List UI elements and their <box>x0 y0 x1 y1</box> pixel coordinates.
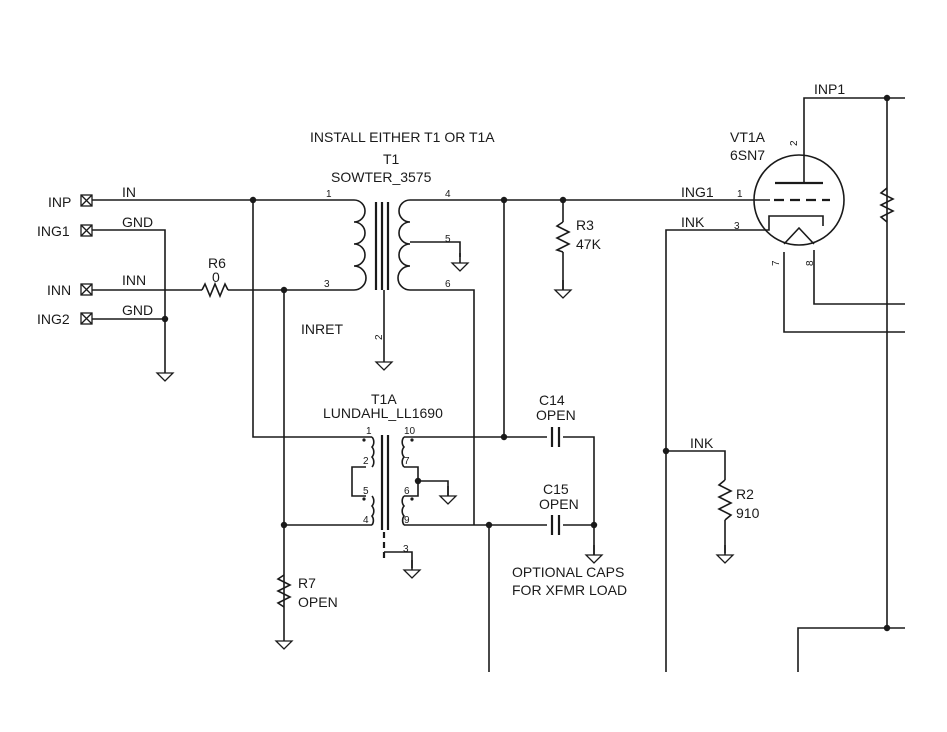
r7-ref: R7 <box>298 575 316 591</box>
t1a-pin-7: 7 <box>404 456 410 467</box>
c15-value: OPEN <box>539 496 579 512</box>
t1-pin-2: 2 <box>374 334 385 340</box>
r7-resistor <box>276 574 292 608</box>
plate-resistor <box>879 187 895 223</box>
vt1a-value: 6SN7 <box>730 147 765 163</box>
t1a-pin-1: 1 <box>366 426 372 437</box>
r6-resistor <box>201 281 229 299</box>
c15-ref: C15 <box>543 481 569 497</box>
ground-symbol <box>554 279 572 299</box>
input-connector-inp <box>80 194 93 207</box>
net-label-ink: INK <box>681 214 705 230</box>
net-label-inn: INN <box>122 272 146 288</box>
c15-capacitor <box>550 515 561 535</box>
r7-value: OPEN <box>298 594 338 610</box>
r3-value: 47K <box>576 236 602 252</box>
t1a-pin-3: 3 <box>403 544 409 555</box>
input-connector-ing2 <box>80 312 93 325</box>
r2-ref: R2 <box>736 486 754 502</box>
net-label-ink-2: INK <box>690 435 714 451</box>
net-label-gnd1: GND <box>122 214 153 230</box>
ground-symbol <box>403 559 421 579</box>
ground-symbol <box>716 544 734 564</box>
install-note: INSTALL EITHER T1 OR T1A <box>310 129 495 145</box>
t1a-pin-9: 9 <box>404 515 410 526</box>
t1a-pin-4: 4 <box>363 515 369 526</box>
vt1a-triode <box>753 154 845 246</box>
r2-resistor <box>717 479 733 521</box>
ground-symbol <box>156 362 174 382</box>
t1a-transformer <box>362 435 414 560</box>
vt1a-pin-7: 7 <box>771 260 782 266</box>
junction-dots <box>161 94 891 632</box>
vt1a-pin-3: 3 <box>734 221 740 232</box>
input-connector-ing1 <box>80 224 93 237</box>
t1-pin-1: 1 <box>326 189 332 200</box>
optional-note-line-1: OPTIONAL CAPS <box>512 564 624 580</box>
ground-symbol <box>451 252 469 272</box>
vt1a-ref: VT1A <box>730 129 766 145</box>
port-label-ing2: ING2 <box>37 311 70 327</box>
port-label-inp: INP <box>48 194 71 210</box>
input-connector-inn <box>80 283 93 296</box>
ground-symbol <box>439 485 457 505</box>
t1a-pin-5: 5 <box>363 486 369 497</box>
t1a-pin-6: 6 <box>404 486 410 497</box>
ground-symbol <box>275 630 293 650</box>
t1-pin-6: 6 <box>445 279 451 290</box>
net-label-inp1: INP1 <box>814 81 845 97</box>
c14-ref: C14 <box>539 392 565 408</box>
ground-symbol <box>375 351 393 371</box>
r6-value: 0 <box>212 269 220 285</box>
vt1a-pin-2: 2 <box>789 140 800 146</box>
vt1a-pin-8: 8 <box>805 260 816 266</box>
t1a-pin-2: 2 <box>363 456 369 467</box>
t1-pin-4: 4 <box>445 189 451 200</box>
t1a-ref: T1A <box>371 391 397 407</box>
t1-ref: T1 <box>383 151 400 167</box>
wires <box>92 97 905 672</box>
optional-note-line-2: FOR XFMR LOAD <box>512 582 627 598</box>
net-label-in: IN <box>122 184 136 200</box>
c14-capacitor <box>550 427 561 447</box>
ground-symbol <box>585 544 603 564</box>
t1-pin-5: 5 <box>445 234 451 245</box>
r3-resistor <box>554 221 571 253</box>
r3-ref: R3 <box>576 217 594 233</box>
t1-transformer <box>353 199 411 352</box>
t1a-pin-10: 10 <box>404 426 416 437</box>
net-label-gnd2: GND <box>122 302 153 318</box>
net-label-ing1: ING1 <box>681 184 714 200</box>
t1-value: SOWTER_3575 <box>331 169 432 185</box>
port-label-ing1: ING1 <box>37 223 70 239</box>
port-label-inn: INN <box>47 282 71 298</box>
c14-value: OPEN <box>536 407 576 423</box>
vt1a-pin-1: 1 <box>737 189 743 200</box>
net-label-inret: INRET <box>301 321 343 337</box>
r6-ref: R6 <box>208 255 226 271</box>
r2-value: 910 <box>736 505 760 521</box>
t1a-value: LUNDAHL_LL1690 <box>323 405 443 421</box>
t1-pin-3: 3 <box>324 279 330 290</box>
